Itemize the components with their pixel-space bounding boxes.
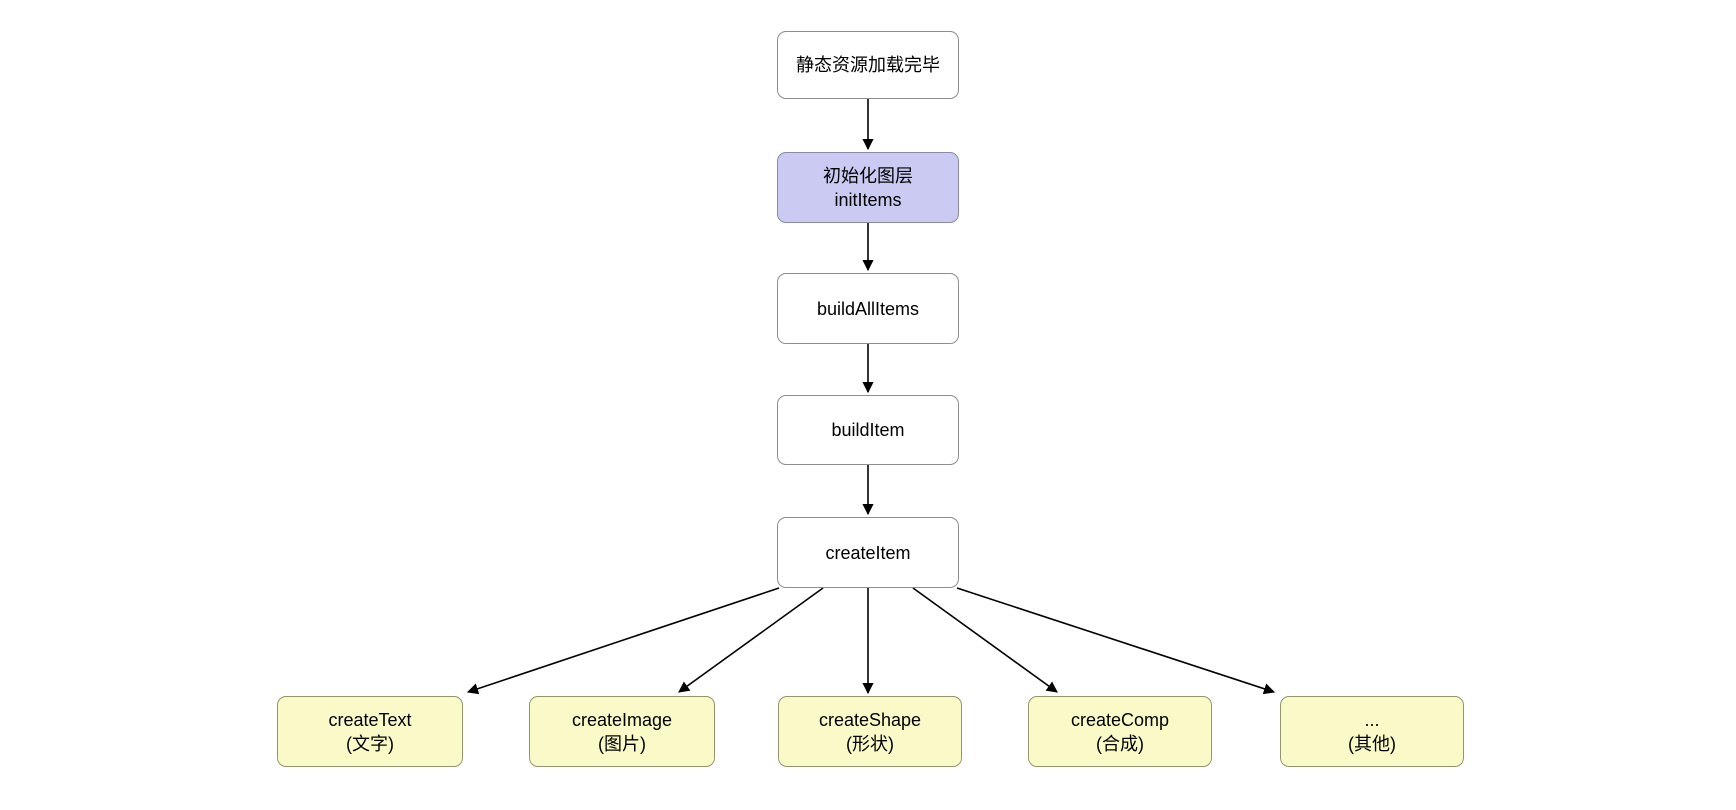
node-sublabel: (形状) [846, 733, 894, 754]
node-label: 静态资源加载完毕 [796, 55, 940, 75]
node-label: createComp [1070, 709, 1170, 730]
arrow-createitem-to-createcomp [912, 587, 1058, 693]
node-label: ... [1364, 709, 1380, 730]
node-create-image: createImage (图片) [529, 696, 715, 767]
node-create-text: createText (文字) [277, 696, 463, 767]
node-create-other: ... (其他) [1280, 696, 1464, 767]
arrow-createitem-to-createimage [678, 587, 824, 693]
node-label: createItem [825, 542, 911, 563]
node-sublabel: (图片) [598, 733, 646, 754]
arrow-createitem-to-createtext [466, 587, 780, 695]
node-sublabel: (合成) [1096, 733, 1144, 754]
node-label: buildAllItems [816, 298, 920, 319]
node-label: buildItem [831, 420, 905, 440]
node-label: 初始化图层 [823, 165, 913, 186]
node-build-all-items: buildAllItems [777, 273, 959, 344]
node-build-item: buildItem [777, 395, 959, 465]
arrow-createitem-to-createother [956, 587, 1276, 695]
node-sublabel: (文字) [346, 733, 394, 754]
node-sublabel: (其他) [1348, 733, 1396, 754]
node-create-item: createItem [777, 517, 959, 588]
node-sublabel: initItems [834, 189, 902, 210]
node-label: createShape [818, 709, 922, 730]
node-label: createText [328, 709, 412, 730]
node-create-comp: createComp (合成) [1028, 696, 1212, 767]
node-init-items: 初始化图层 initItems [777, 152, 959, 223]
node-create-shape: createShape (形状) [778, 696, 962, 767]
node-static-resources-loaded: 静态资源加载完毕 [777, 31, 959, 99]
node-label: createImage [571, 709, 673, 730]
